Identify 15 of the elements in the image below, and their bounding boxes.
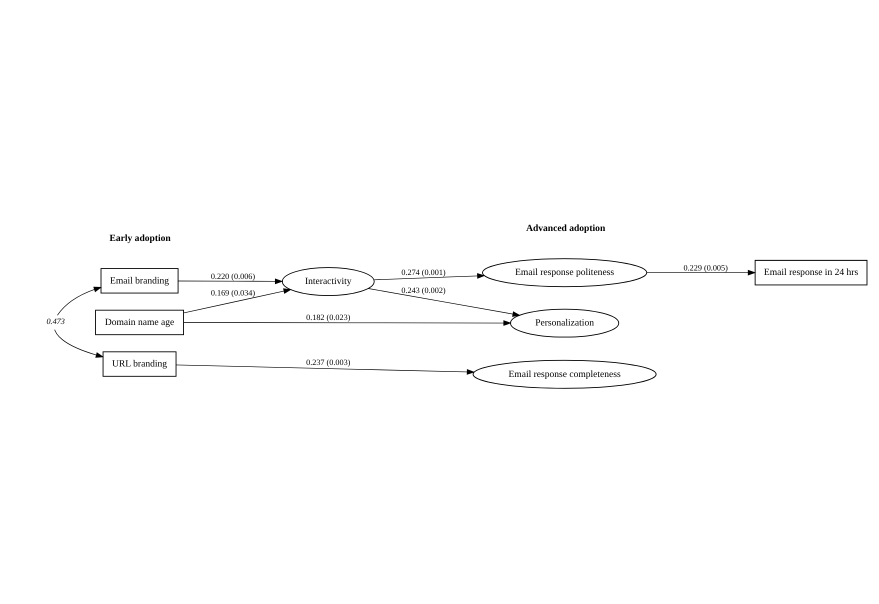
label: Early adoption [110, 232, 171, 244]
arrow [374, 272, 486, 280]
node-box: URL branding [102, 350, 176, 376]
arrow [178, 278, 284, 284]
node-box: Domain name age [95, 309, 184, 335]
arrow [183, 288, 292, 313]
arrow [176, 364, 476, 374]
node-ellipse: Email response completeness [472, 359, 657, 388]
arrow [368, 288, 521, 316]
node-box: Email response in 24 hrs [754, 259, 868, 285]
node-ellipse: Email response politeness [482, 258, 648, 287]
label: Advanced adoption [526, 222, 606, 234]
node-box: Email branding [100, 268, 179, 294]
arrow [646, 269, 756, 276]
arrow [183, 320, 512, 326]
